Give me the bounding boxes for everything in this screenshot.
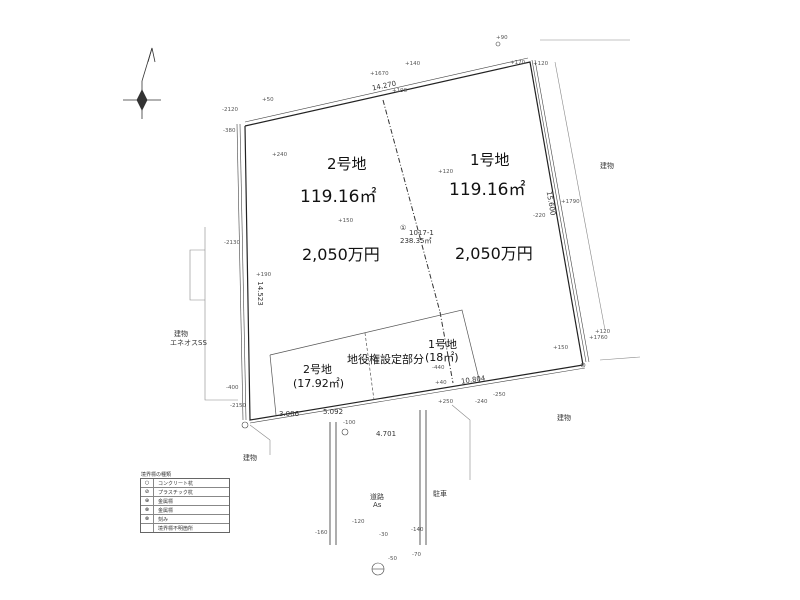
parcel-area: 238.35㎡	[400, 237, 432, 245]
elevation-point: -380	[223, 128, 236, 134]
road-label: 道路	[370, 493, 384, 501]
eneos-label: エネオスSS	[170, 339, 207, 347]
elevation-point: -2130	[224, 240, 240, 246]
road-sub-label: As	[373, 501, 382, 509]
elevation-point: +1790	[561, 199, 580, 205]
legend-text: プラスチック杭	[158, 489, 193, 496]
parcel-number: 1017-1	[409, 229, 434, 237]
building-left-label: 建物	[174, 330, 188, 338]
elevation-point: +250	[438, 399, 454, 405]
lot2-area: 119.16㎡	[300, 187, 377, 207]
dim-left: 14.523	[255, 281, 264, 306]
legend-row: 境界標不明箇所	[141, 524, 229, 532]
elevation-point: -2150	[230, 403, 246, 409]
elevation-point: +1760	[589, 335, 608, 341]
dim-bottom-left-b: 5.092	[323, 408, 344, 416]
elevation-point: -30	[379, 532, 388, 538]
elevation-point: -2120	[222, 107, 238, 113]
legend-row: ○ コンクリート杭	[141, 479, 229, 488]
lot1-area: 119.16㎡	[449, 180, 526, 200]
legend-symbol: ⊗	[141, 506, 154, 514]
elevation-point: +50	[262, 97, 274, 103]
legend-title: 境界標の種類	[141, 472, 172, 478]
legend-symbol: ⊕	[141, 497, 154, 505]
legend-text: 刻み	[158, 516, 169, 523]
legend-text: 金属標	[158, 507, 174, 514]
easement-lot2-name: 2号地	[303, 363, 332, 376]
elevation-point: -220	[533, 213, 546, 219]
north-arrow-icon	[123, 47, 161, 119]
elevation-point: +140	[405, 61, 421, 67]
elevation-point: +40	[435, 380, 447, 386]
elevation-point: -50	[388, 556, 397, 562]
lot-divider-line	[382, 99, 441, 313]
elevation-point: -400	[226, 385, 239, 391]
legend-text: コンクリート杭	[158, 480, 194, 487]
easement-lot1-area: (18㎡)	[425, 351, 459, 364]
dim-bottom-left-a: 3.086	[279, 410, 300, 418]
legend-symbol: ⊗	[141, 515, 154, 523]
elevation-point: +120	[438, 169, 454, 175]
legend-row: ⊕ 金属標	[141, 497, 229, 506]
elevation-point: +150	[553, 345, 569, 351]
legend-symbol: ○	[141, 479, 154, 487]
elevation-point: +240	[272, 152, 288, 158]
elevation-point: +120	[533, 61, 549, 67]
building-top-right-label: 建物	[600, 162, 614, 170]
elevation-point: +90	[496, 35, 508, 41]
dim-road-width: 4.701	[376, 430, 397, 438]
lot2-name: 2号地	[327, 155, 367, 173]
building-bottom-left-label: 建物	[243, 454, 257, 462]
legend-row: ⊗ 刻み	[141, 515, 229, 524]
easement-label: 地役権設定部分	[347, 353, 424, 366]
easement-lot1-name: 1号地	[428, 338, 457, 351]
elevation-point: -140	[411, 527, 424, 533]
building-right-label: 建物	[557, 414, 571, 422]
elevation-point: +190	[256, 272, 272, 278]
legend-symbol	[141, 524, 154, 532]
elevation-point: -70	[412, 552, 421, 558]
elevation-point: +120	[595, 329, 611, 335]
legend: ○ コンクリート杭 ⊘ プラスチック杭 ⊕ 金属標 ⊗ 金属標 ⊗ 刻み 境界標…	[140, 478, 230, 533]
elevation-point: +1670	[370, 71, 389, 77]
elevation-point: -440	[432, 365, 445, 371]
legend-symbol: ⊘	[141, 488, 154, 496]
legend-text: 境界標不明箇所	[158, 525, 194, 532]
parking-label: 駐車	[433, 490, 447, 498]
legend-text: 金属標	[158, 498, 174, 505]
elevation-point: -160	[315, 530, 328, 536]
elevation-point: -100	[343, 420, 356, 426]
legend-row: ⊘ プラスチック杭	[141, 488, 229, 497]
elevation-point: -240	[475, 399, 488, 405]
lot1-price: 2,050万円	[455, 244, 533, 263]
elevation-point: +150	[338, 218, 354, 224]
elevation-point: -250	[493, 392, 506, 398]
lot1-name: 1号地	[470, 151, 510, 169]
elevation-point: -120	[352, 519, 365, 525]
legend-row: ⊗ 金属標	[141, 506, 229, 515]
parcel-marker: ①	[400, 224, 407, 232]
elevation-point: +170	[510, 60, 526, 66]
easement-lot2-area: (17.92㎡)	[293, 377, 345, 390]
parcel-outline	[244, 61, 584, 421]
easement-outline	[269, 309, 481, 416]
lot2-price: 2,050万円	[302, 245, 380, 264]
elevation-point: +190	[392, 88, 408, 94]
